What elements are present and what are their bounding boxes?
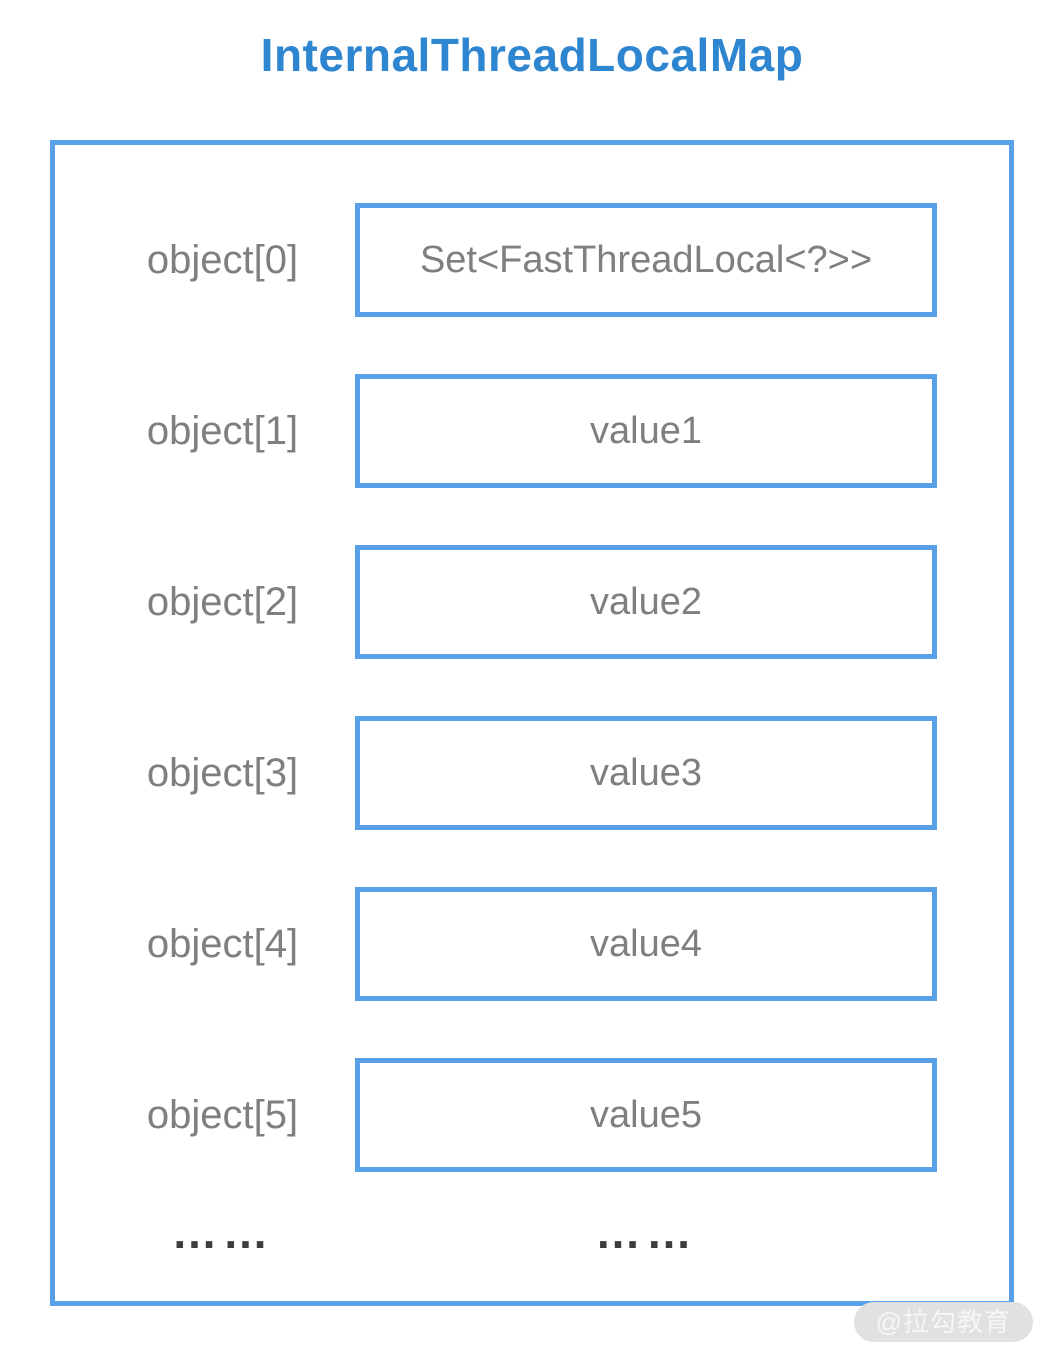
map-row-4: object[4] value4 <box>55 887 1009 1001</box>
slot-value-box: Set<FastThreadLocal<?>> <box>355 203 937 317</box>
slot-index-label: object[1] <box>146 408 299 453</box>
slot-value-box: value2 <box>355 545 937 659</box>
internal-thread-local-map-frame: object[0] Set<FastThreadLocal<?>> object… <box>50 140 1014 1306</box>
slot-index-label: object[5] <box>146 1092 299 1137</box>
slot-value-box: value5 <box>355 1058 937 1172</box>
slot-value-box: value3 <box>355 716 937 830</box>
slot-value-text: Set<FastThreadLocal<?>> <box>419 238 873 281</box>
slot-value-text: value2 <box>590 580 702 623</box>
slot-value-text: value4 <box>590 922 702 965</box>
slot-value-box: value1 <box>355 374 937 488</box>
map-row-1: object[1] value1 <box>55 374 1009 488</box>
map-row-2: object[2] value2 <box>55 545 1009 659</box>
ellipsis-left: …… <box>171 1206 274 1258</box>
ellipsis-left-wrap: …… <box>55 1209 355 1255</box>
ellipsis-right: …… <box>595 1206 697 1258</box>
slot-value-text: value1 <box>590 409 702 452</box>
map-row-3: object[3] value3 <box>55 716 1009 830</box>
slot-index-label: object[2] <box>146 579 299 624</box>
map-row-5: object[5] value5 <box>55 1058 1009 1172</box>
slot-value-text: value5 <box>590 1093 702 1136</box>
slot-index-label: object[3] <box>146 750 299 795</box>
diagram-title: InternalThreadLocalMap <box>260 29 804 81</box>
slot-index-label: object[0] <box>146 237 299 282</box>
map-row-0: object[0] Set<FastThreadLocal<?>> <box>55 203 1009 317</box>
ellipsis-right-wrap: …… <box>355 1209 937 1255</box>
watermark-badge: @拉勾教育 <box>853 1302 1033 1342</box>
slot-value-box: value4 <box>355 887 937 1001</box>
slot-index-label: object[4] <box>146 921 299 966</box>
ellipsis-row: …… …… <box>55 1192 1009 1272</box>
slot-value-text: value3 <box>590 751 702 794</box>
